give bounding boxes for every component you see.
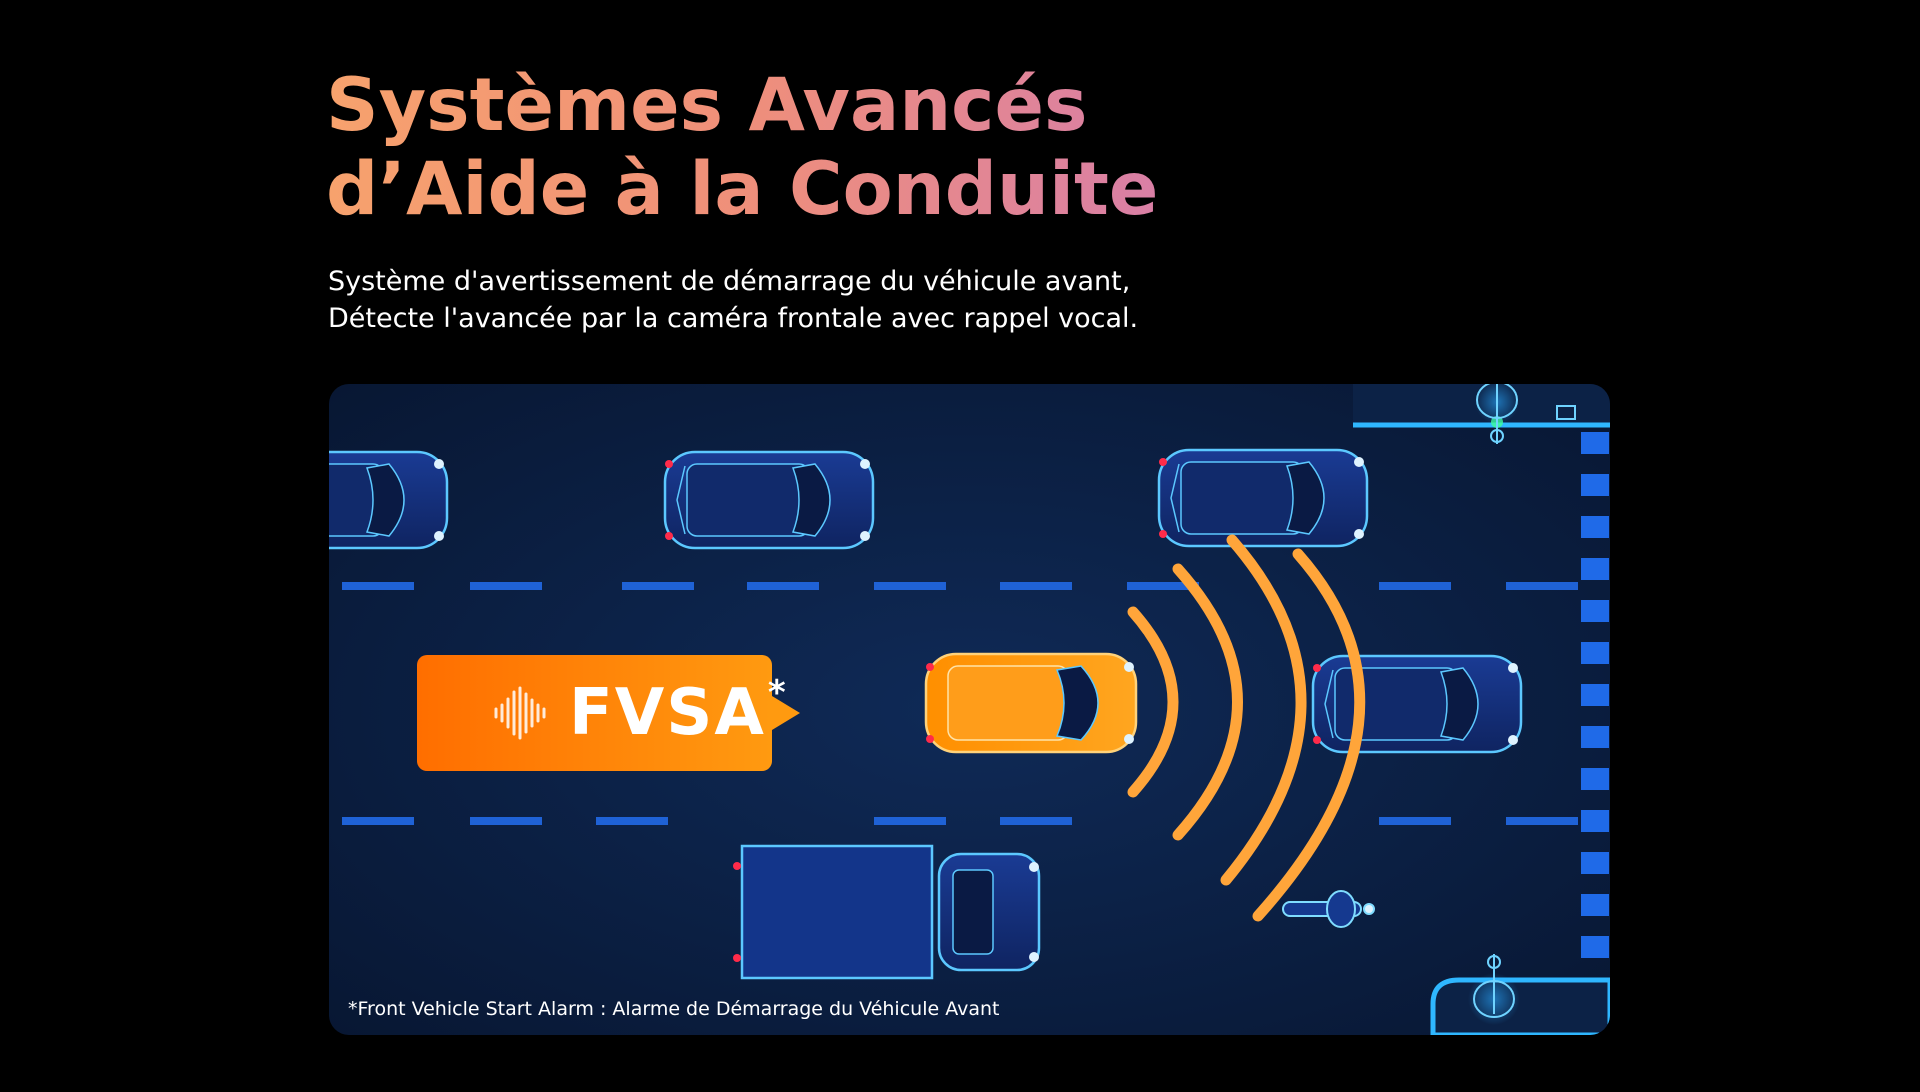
description-line-1: Système d'avertissement de démarrage du …: [328, 266, 1131, 297]
fvsa-text: FVSA: [569, 676, 766, 750]
crosswalk: [1581, 432, 1609, 958]
car-top-left: [329, 450, 449, 550]
road-illustration: FVSA* *Front Vehicle Start Alarm : Alarm…: [329, 384, 1610, 1035]
fvsa-badge: [417, 655, 772, 771]
street-lamp-icon: [1468, 954, 1520, 1025]
car-top-middle: [663, 450, 875, 550]
title-line-2: d’Aide à la Conduite: [326, 147, 1159, 232]
car-front-vehicle: [1311, 654, 1523, 754]
footnote: *Front Vehicle Start Alarm : Alarme de D…: [348, 998, 1000, 1020]
street-lamp-icon: [1475, 384, 1519, 444]
truck: [733, 844, 1041, 980]
page-title: Systèmes Avancés d’Aide à la Conduite: [326, 64, 1158, 232]
lane-markings: [342, 582, 1578, 825]
sound-wave-icon: [494, 686, 546, 740]
description: Système d'avertissement de démarrage du …: [328, 263, 1138, 337]
motorcycle: [1282, 890, 1375, 928]
title-line-1: Systèmes Avancés: [326, 63, 1088, 148]
car-top-right: [1157, 448, 1369, 548]
fvsa-label: FVSA*: [569, 655, 788, 771]
badge-pointer: [772, 696, 800, 730]
fvsa-asterisk: *: [767, 673, 788, 713]
alert-waves: [1127, 534, 1366, 922]
ego-car: [924, 652, 1138, 754]
description-line-2: Détecte l'avancée par la caméra frontale…: [328, 303, 1139, 334]
